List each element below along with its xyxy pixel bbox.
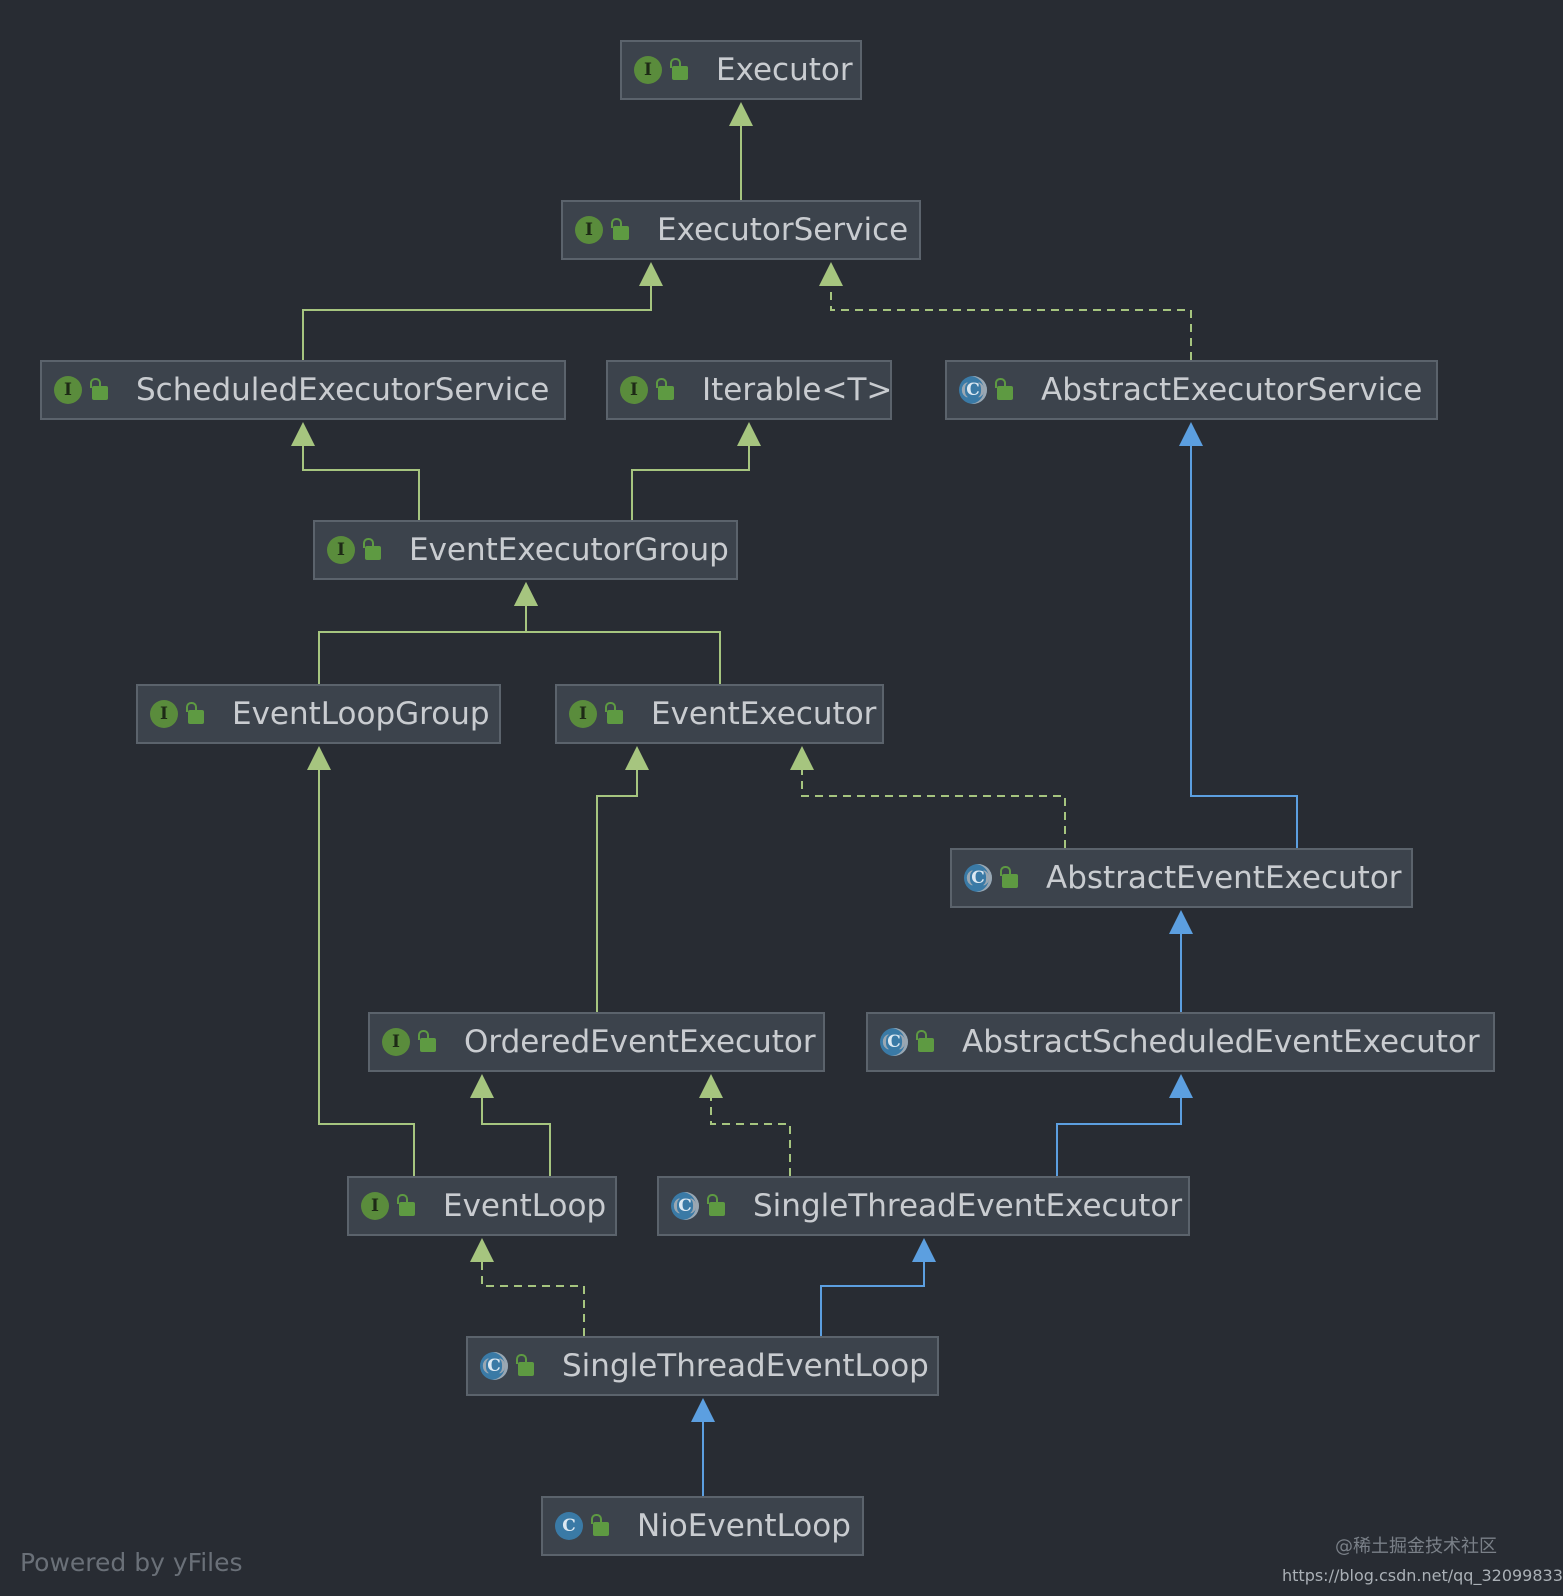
abstract-class-icon: C xyxy=(671,1192,699,1220)
edge-eventexecutorgroup-to-iterable xyxy=(631,446,750,520)
arrowhead xyxy=(470,1238,494,1262)
public-access-icon xyxy=(916,1030,934,1052)
edge-eventexecutor-to-eventexecutorgroup xyxy=(525,606,721,684)
edge-singlethreadeventloop-to-singlethreadeventexecutor xyxy=(820,1262,925,1336)
arrowhead xyxy=(699,1074,723,1098)
node-label: AbstractScheduledEventExecutor xyxy=(962,1024,1480,1060)
powered-by-label: Powered by yFiles xyxy=(20,1548,243,1577)
public-access-icon xyxy=(186,702,204,724)
class-icon: C xyxy=(555,1512,583,1540)
public-access-icon xyxy=(516,1354,534,1376)
node-abstractscheduledeventexecutor[interactable]: C AbstractScheduledEventExecutor xyxy=(866,1012,1495,1072)
node-singlethreadeventexecutor[interactable]: C SingleThreadEventExecutor xyxy=(657,1176,1190,1236)
node-label: OrderedEventExecutor xyxy=(464,1024,816,1060)
node-nioeventloop[interactable]: C NioEventLoop xyxy=(541,1496,864,1556)
interface-icon: I xyxy=(569,700,597,728)
public-access-icon xyxy=(995,378,1013,400)
arrowhead xyxy=(639,262,663,286)
node-scheduledexecutorservice[interactable]: I ScheduledExecutorService xyxy=(40,360,566,420)
edge-orderedeventexecutor-to-eventexecutor xyxy=(596,770,638,1012)
interface-icon: I xyxy=(150,700,178,728)
interface-icon: I xyxy=(327,536,355,564)
node-label: EventLoop xyxy=(443,1188,607,1224)
public-access-icon xyxy=(707,1194,725,1216)
arrowhead xyxy=(291,422,315,446)
public-access-icon xyxy=(605,702,623,724)
node-label: EventLoopGroup xyxy=(232,696,490,732)
interface-icon: I xyxy=(361,1192,389,1220)
interface-icon: I xyxy=(54,376,82,404)
edge-singlethreadeventexecutor-to-abstractscheduledeventexecutor xyxy=(1056,1098,1182,1176)
arrowhead xyxy=(819,262,843,286)
edge-singlethreadeventloop-to-eventloop xyxy=(481,1262,585,1336)
edge-abstractexecutorservice-to-executorservice xyxy=(830,286,1192,360)
arrowhead xyxy=(514,582,538,606)
edge-scheduledexecutorservice-to-executorservice xyxy=(302,286,652,360)
node-eventloopgroup[interactable]: I EventLoopGroup xyxy=(136,684,501,744)
arrowhead xyxy=(1169,1074,1193,1098)
public-access-icon xyxy=(656,378,674,400)
interface-icon: I xyxy=(382,1028,410,1056)
edge-eventexecutorgroup-to-scheduledexecutorservice xyxy=(302,446,420,520)
edge-singlethreadeventexecutor-to-orderedeventexecutor xyxy=(710,1098,791,1176)
node-label: AbstractEventExecutor xyxy=(1046,860,1402,896)
public-access-icon xyxy=(363,538,381,560)
node-label: ScheduledExecutorService xyxy=(136,372,550,408)
node-executorservice[interactable]: I ExecutorService xyxy=(561,200,921,260)
public-access-icon xyxy=(397,1194,415,1216)
edge-abstracteventexecutor-to-eventexecutor xyxy=(801,770,1066,848)
public-access-icon xyxy=(1000,866,1018,888)
abstract-class-icon: C xyxy=(959,376,987,404)
arrowhead xyxy=(625,746,649,770)
node-label: Executor xyxy=(716,52,853,88)
node-label: EventExecutorGroup xyxy=(409,532,729,568)
arrowhead xyxy=(737,422,761,446)
node-iterable[interactable]: I Iterable<T> xyxy=(606,360,892,420)
arrowhead xyxy=(691,1398,715,1422)
edge-eventloopgroup-to-eventexecutorgroup xyxy=(318,606,527,684)
edge-abstracteventexecutor-to-abstractexecutorservice xyxy=(1190,446,1298,848)
node-label: NioEventLoop xyxy=(637,1508,851,1544)
public-access-icon xyxy=(611,218,629,240)
abstract-class-icon: C xyxy=(480,1352,508,1380)
watermark-author: @稀土掘金技术社区 xyxy=(1335,1536,1497,1557)
node-label: Iterable<T> xyxy=(702,372,893,408)
arrowhead xyxy=(729,102,753,126)
abstract-class-icon: C xyxy=(880,1028,908,1056)
node-label: SingleThreadEventLoop xyxy=(562,1348,929,1384)
node-label: AbstractExecutorService xyxy=(1041,372,1423,408)
node-label: SingleThreadEventExecutor xyxy=(753,1188,1183,1224)
edge-eventloop-to-eventloopgroup xyxy=(318,770,415,1176)
edge-eventloop-to-orderedeventexecutor xyxy=(481,1098,551,1176)
node-label: EventExecutor xyxy=(651,696,877,732)
public-access-icon xyxy=(90,378,108,400)
watermark-url: https://blog.csdn.net/qq_32099833 xyxy=(1282,1566,1563,1585)
public-access-icon xyxy=(418,1030,436,1052)
node-eventexecutor[interactable]: I EventExecutor xyxy=(555,684,884,744)
arrowhead xyxy=(790,746,814,770)
arrowhead xyxy=(470,1074,494,1098)
interface-icon: I xyxy=(620,376,648,404)
node-eventloop[interactable]: I EventLoop xyxy=(347,1176,617,1236)
node-label: ExecutorService xyxy=(657,212,909,248)
node-executor[interactable]: I Executor xyxy=(620,40,862,100)
arrowhead xyxy=(307,746,331,770)
node-singlethreadeventloop[interactable]: C SingleThreadEventLoop xyxy=(466,1336,939,1396)
abstract-class-icon: C xyxy=(964,864,992,892)
node-abstracteventexecutor[interactable]: C AbstractEventExecutor xyxy=(950,848,1413,908)
arrowhead xyxy=(912,1238,936,1262)
public-access-icon xyxy=(670,58,688,80)
node-eventexecutorgroup[interactable]: I EventExecutorGroup xyxy=(313,520,738,580)
interface-icon: I xyxy=(634,56,662,84)
arrowhead xyxy=(1169,910,1193,934)
node-abstractexecutorservice[interactable]: C AbstractExecutorService xyxy=(945,360,1438,420)
interface-icon: I xyxy=(575,216,603,244)
arrowhead xyxy=(1179,422,1203,446)
public-access-icon xyxy=(591,1514,609,1536)
node-orderedeventexecutor[interactable]: I OrderedEventExecutor xyxy=(368,1012,825,1072)
